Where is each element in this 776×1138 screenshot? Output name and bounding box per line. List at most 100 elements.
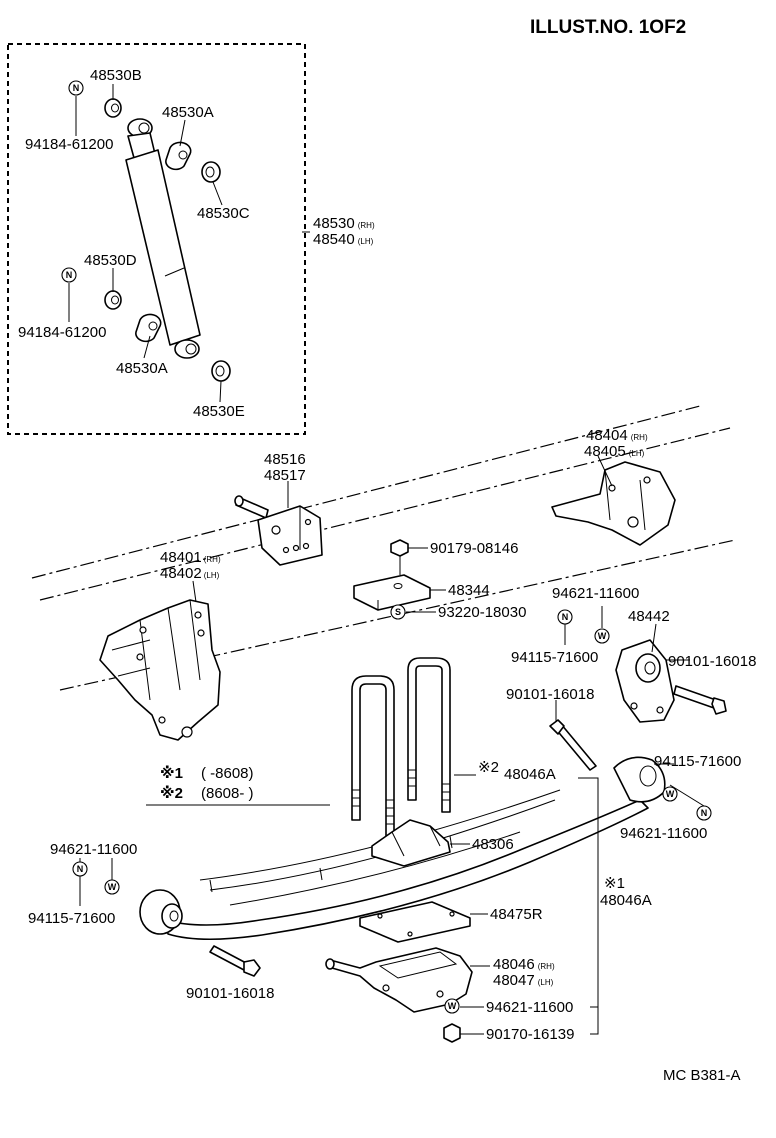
label-48530d: 48530D <box>84 252 137 269</box>
label-assembly-rh: 48530(RH) <box>313 215 375 232</box>
label-48530b: 48530B <box>90 67 142 84</box>
label-94621-bottom: 94621-11600 <box>486 999 573 1016</box>
label-48046a-2: 48046A <box>504 766 556 783</box>
mark-1: ※1 <box>604 875 625 892</box>
shackle-bushing-illustration <box>615 639 675 723</box>
frame-line-upper-2 <box>39 427 731 601</box>
label-94621-right-eye: 94621-11600 <box>620 825 707 842</box>
label-90179: 90179-08146 <box>430 540 518 557</box>
leader-48530e <box>219 380 222 403</box>
svg-text:N: N <box>77 864 84 874</box>
label-90101-right-top: 90101-16018 <box>668 653 756 670</box>
note1-range: ( -8608) <box>201 765 254 782</box>
label-94115-right-eye: 94115-71600 <box>654 753 741 770</box>
n-symbol-bottom: N <box>61 267 77 283</box>
label-94115-left: 94115-71600 <box>28 910 115 927</box>
bumper-48344-illustration <box>353 574 431 611</box>
leader-48401 <box>192 580 197 603</box>
bolt-left-illustration <box>209 945 261 977</box>
leader-48404 <box>597 455 613 487</box>
s-symbol: S <box>390 604 406 620</box>
label-48405: 48405(LH) <box>584 443 645 460</box>
label-94621-left: 94621-11600 <box>50 841 137 858</box>
frame-line-upper <box>31 405 701 579</box>
label-nut-top: 94184-61200 <box>25 136 113 153</box>
leader-48530a-top <box>179 119 186 147</box>
bolt-right-top-illustration <box>673 685 727 715</box>
w-symbol-right-top: W <box>594 628 610 644</box>
label-94115-right-top: 94115-71600 <box>511 649 598 666</box>
spacer-48306-illustration <box>371 819 451 867</box>
note2-mark: ※2 <box>160 784 183 802</box>
svg-text:N: N <box>66 270 73 280</box>
bolt-90179-illustration <box>390 539 409 575</box>
label-48442: 48442 <box>628 608 670 625</box>
label-90170-bottom: 90170-16139 <box>486 1026 574 1043</box>
shock-absorber-illustration <box>125 118 201 359</box>
label-90101-middle: 90101-16018 <box>506 686 594 703</box>
leader-right-eye-sym <box>669 784 705 807</box>
leader-48046a-1-bracket <box>578 777 599 1035</box>
u-bolt-left-illustration <box>351 675 395 841</box>
label-94621-right-top: 94621-11600 <box>552 585 639 602</box>
label-nut-bottom: 94184-61200 <box>18 324 106 341</box>
n-symbol-right-eye: N <box>696 805 712 821</box>
svg-text:S: S <box>395 607 401 617</box>
label-48404: 48404(RH) <box>586 427 648 444</box>
u-bolt-right-illustration <box>407 657 451 813</box>
svg-text:W: W <box>666 789 675 799</box>
label-48530c: 48530C <box>197 205 250 222</box>
svg-text:N: N <box>701 808 708 818</box>
illustration-number: ILLUST.NO. 1OF2 <box>530 17 686 38</box>
bushing-48530a-top-illustration <box>165 141 192 171</box>
label-48530e: 48530E <box>193 403 245 420</box>
n-symbol-left: N <box>72 861 88 877</box>
spring-bracket-illustration <box>99 599 221 741</box>
label-48401: 48401(RH) <box>160 549 221 566</box>
label-90101-left: 90101-16018 <box>186 985 274 1002</box>
w-symbol-right-eye: W <box>662 786 678 802</box>
label-93220: 93220-18030 <box>438 604 526 621</box>
label-48047: 48047(LH) <box>493 972 554 989</box>
n-symbol-top: N <box>68 80 84 96</box>
retainer-48530e-illustration <box>211 360 231 382</box>
spring-seat-illustration <box>325 947 473 1013</box>
label-48402: 48402(LH) <box>160 565 220 582</box>
label-48306: 48306 <box>472 836 514 853</box>
pad-48475r-illustration <box>359 901 471 943</box>
label-48530a-top: 48530A <box>162 104 214 121</box>
svg-text:W: W <box>448 1001 457 1011</box>
note1-mark: ※1 <box>160 764 183 782</box>
svg-text:N: N <box>73 83 80 93</box>
label-48475r: 48475R <box>490 906 543 923</box>
bushing-48530d-illustration <box>104 290 122 310</box>
leader-48530c <box>212 181 223 206</box>
spring-pin-illustration <box>234 495 323 566</box>
label-48344: 48344 <box>448 582 490 599</box>
w-symbol-left: W <box>104 879 120 895</box>
label-48046: 48046(RH) <box>493 956 555 973</box>
retainer-48530c-illustration <box>201 161 221 183</box>
bushing-48530a-bottom-illustration <box>135 313 162 343</box>
shackle-illustration <box>551 461 676 546</box>
label-48517: 48517 <box>264 467 306 484</box>
footer-code: MC B381-A <box>663 1067 741 1084</box>
note2-range: (8608- ) <box>201 785 254 802</box>
label-48516: 48516 <box>264 451 306 468</box>
svg-text:W: W <box>598 631 607 641</box>
w-symbol-bottom: W <box>444 998 460 1014</box>
leader-48530a-bottom <box>143 335 151 359</box>
svg-text:N: N <box>562 612 569 622</box>
shock-absorber-group-box <box>7 43 306 435</box>
leaf-spring-illustration <box>139 756 666 941</box>
nut-bottom-illustration <box>443 1023 461 1043</box>
label-assembly-lh: 48540(LH) <box>313 231 374 248</box>
leader-48442 <box>651 623 657 653</box>
label-48530a-bottom: 48530A <box>116 360 168 377</box>
svg-text:W: W <box>108 882 117 892</box>
bushing-48530b-illustration <box>104 98 122 118</box>
notes-block: ※1 ( -8608) ※2 (8608- ) <box>146 764 330 806</box>
n-symbol-right-top: N <box>557 609 573 625</box>
mark-2: ※2 <box>478 759 499 776</box>
